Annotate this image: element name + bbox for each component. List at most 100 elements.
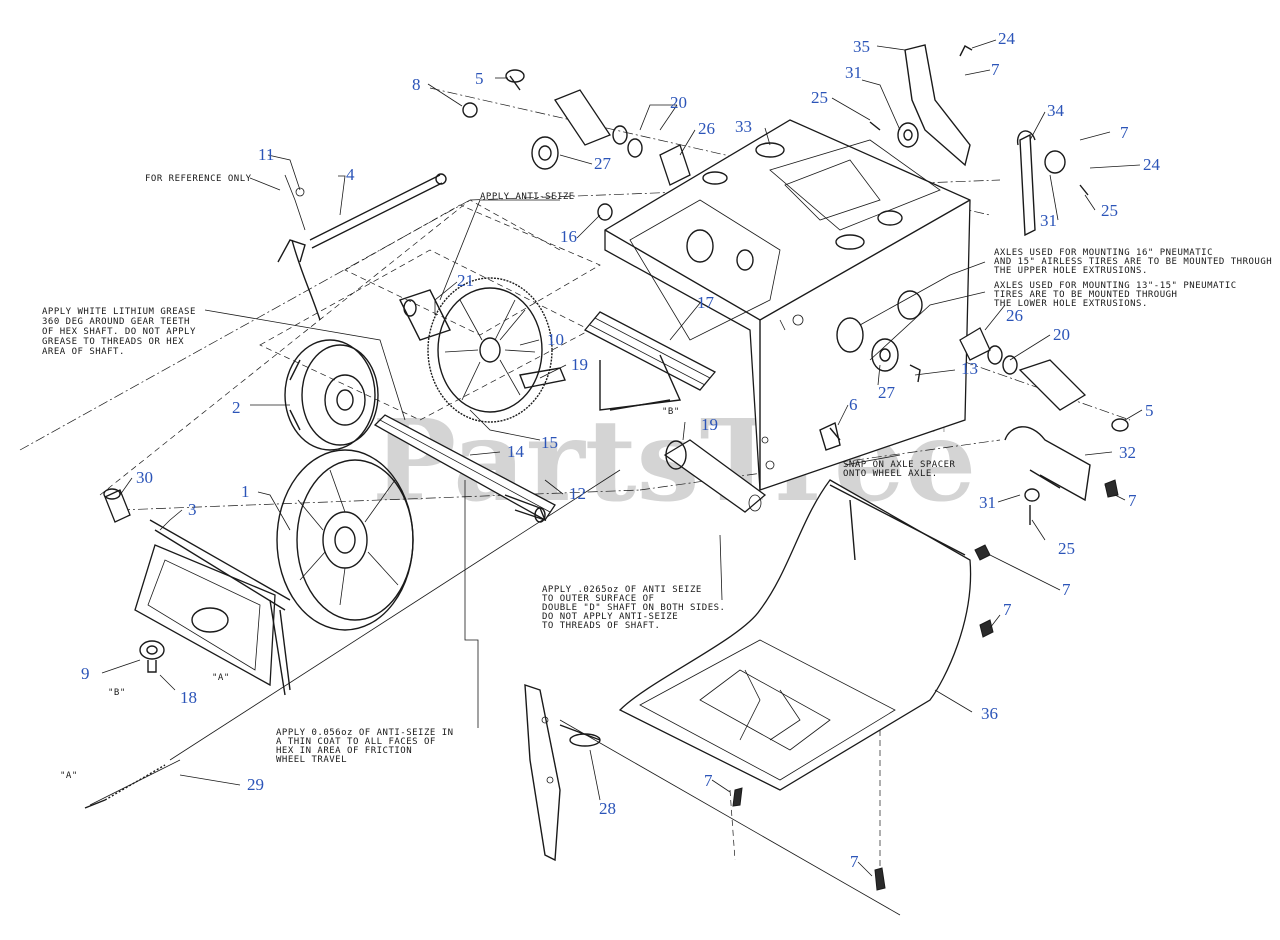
note-doubled-3: DOUBLE "D" SHAFT ON BOTH SIDES. xyxy=(542,603,725,613)
callout-1[interactable]: 1 xyxy=(241,482,250,501)
callout-24[interactable]: 24 xyxy=(1143,155,1161,174)
callout-29[interactable]: 29 xyxy=(247,775,264,794)
callout-11[interactable]: 11 xyxy=(258,145,274,164)
right-bearings xyxy=(829,317,1129,441)
callout-19[interactable]: 19 xyxy=(571,355,588,374)
note-snap-1: SNAP ON AXLE SPACER xyxy=(843,460,956,470)
callout-18[interactable]: 18 xyxy=(180,688,197,707)
callout-7[interactable]: 7 xyxy=(850,852,859,871)
callout-27[interactable]: 27 xyxy=(878,383,896,402)
callout-31[interactable]: 31 xyxy=(1040,211,1057,230)
shaft-21 xyxy=(399,289,566,389)
callout-9[interactable]: 9 xyxy=(81,664,90,683)
callout-8[interactable]: 8 xyxy=(412,75,421,94)
callout-12[interactable]: 12 xyxy=(569,484,586,503)
note-grease-4: GREASE TO THREADS OR HEX xyxy=(42,337,184,347)
callout-31[interactable]: 31 xyxy=(845,63,862,82)
frame-housing xyxy=(604,119,971,491)
callout-25[interactable]: 25 xyxy=(811,88,828,107)
bracket-3 xyxy=(134,519,291,696)
plate-28 xyxy=(524,684,601,862)
note-doubled-1: APPLY .0265oz OF ANTI SEIZE xyxy=(542,585,702,595)
axle-19 xyxy=(663,439,767,513)
note-axles16-2: AND 15" AIRLESS TIRES ARE TO BE MOUNTED … xyxy=(994,257,1272,267)
callout-36[interactable]: 36 xyxy=(981,704,998,723)
callout-7[interactable]: 7 xyxy=(991,60,1000,79)
callout-25[interactable]: 25 xyxy=(1058,539,1075,558)
mark-b-shaft: "B" xyxy=(662,407,680,417)
bracket-32 xyxy=(1004,426,1116,525)
callout-7[interactable]: 7 xyxy=(1003,600,1012,619)
callout-7[interactable]: 7 xyxy=(1062,580,1071,599)
callout-3[interactable]: 3 xyxy=(188,500,197,519)
spacer-6 xyxy=(819,421,841,451)
upper-bearings xyxy=(462,69,691,221)
cover-36 xyxy=(618,479,972,791)
mark-a-spring: "A" xyxy=(60,771,78,781)
note-axles13-3: THE LOWER HOLE EXTRUSIONS. xyxy=(994,299,1148,309)
callout-17[interactable]: 17 xyxy=(697,293,715,312)
callout-4[interactable]: 4 xyxy=(346,165,355,184)
note-doubled-5: TO THREADS OF SHAFT. xyxy=(542,621,660,631)
leader-lines xyxy=(101,39,1143,877)
note-doubled-2: TO OUTER SURFACE OF xyxy=(542,594,654,604)
note-hex-3: HEX IN AREA OF FRICTION xyxy=(276,746,412,756)
callout-19[interactable]: 19 xyxy=(701,415,718,434)
callout-30[interactable]: 30 xyxy=(136,468,153,487)
callout-14[interactable]: 14 xyxy=(507,442,525,461)
callout-15[interactable]: 15 xyxy=(541,433,558,452)
upper-right-brackets xyxy=(869,44,1089,237)
hub-2 xyxy=(284,339,379,451)
note-grease-3: OF HEX SHAFT. DO NOT APPLY xyxy=(42,327,196,337)
note-grease-1: APPLY WHITE LITHIUM GREASE xyxy=(42,307,196,317)
hex-shaft-14 xyxy=(373,414,556,523)
callout-28[interactable]: 28 xyxy=(599,799,616,818)
callout-31[interactable]: 31 xyxy=(979,493,996,512)
callout-20[interactable]: 20 xyxy=(670,93,687,112)
callout-5[interactable]: 5 xyxy=(1145,401,1154,420)
callout-7[interactable]: 7 xyxy=(704,771,713,790)
callout-25[interactable]: 25 xyxy=(1101,201,1118,220)
note-hex-4: WHEEL TRAVEL xyxy=(276,755,347,765)
note-doubled-4: DO NOT APPLY ANTI-SEIZE xyxy=(542,612,678,622)
callout-20[interactable]: 20 xyxy=(1053,325,1070,344)
spacer-30 xyxy=(103,488,131,523)
callout-34[interactable]: 34 xyxy=(1047,101,1065,120)
callout-24[interactable]: 24 xyxy=(998,29,1016,48)
callout-numbers: 5 8 20 26 27 33 35 24 7 31 25 34 7 24 25… xyxy=(81,29,1161,871)
screws xyxy=(732,479,1119,891)
callout-32[interactable]: 32 xyxy=(1119,443,1136,462)
hex-shaft-17 xyxy=(583,311,717,411)
note-axles16-1: AXLES USED FOR MOUNTING 16" PNEUMATIC xyxy=(994,248,1213,258)
callout-21[interactable]: 21 xyxy=(457,271,474,290)
callout-35[interactable]: 35 xyxy=(853,37,870,56)
mark-b-bracket: "B" xyxy=(108,688,126,698)
callout-6[interactable]: 6 xyxy=(849,395,858,414)
note-axles16-3: THE UPPER HOLE EXTRUSIONS. xyxy=(994,266,1148,276)
callout-16[interactable]: 16 xyxy=(560,227,577,246)
callout-7[interactable]: 7 xyxy=(1120,123,1129,142)
note-snap-2: ONTO WHEEL AXLE. xyxy=(843,469,938,479)
callout-26[interactable]: 26 xyxy=(698,119,715,138)
note-hex-1: APPLY 0.056oz OF ANTI-SEIZE IN xyxy=(276,728,454,738)
callout-7[interactable]: 7 xyxy=(1128,491,1137,510)
hardware-9-18 xyxy=(139,640,165,673)
callout-13[interactable]: 13 xyxy=(961,359,978,378)
callout-33[interactable]: 33 xyxy=(735,117,752,136)
friction-wheel-1 xyxy=(276,449,414,631)
callout-5[interactable]: 5 xyxy=(475,69,484,88)
note-axles13-2: TIRES ARE TO BE MOUNTED THROUGH xyxy=(994,290,1177,300)
note-anti-seize: APPLY ANTI-SEIZE xyxy=(480,192,575,202)
note-grease-5: AREA OF SHAFT. xyxy=(42,347,125,357)
gear-10 xyxy=(427,277,553,423)
spring-29 xyxy=(84,764,166,809)
callout-2[interactable]: 2 xyxy=(232,398,241,417)
callout-10[interactable]: 10 xyxy=(547,330,564,349)
callout-27[interactable]: 27 xyxy=(594,154,612,173)
callout-26[interactable]: 26 xyxy=(1006,306,1023,325)
note-hex-2: A THIN COAT TO ALL FACES OF xyxy=(276,737,436,747)
note-axles13-1: AXLES USED FOR MOUNTING 13"-15" PNEUMATI… xyxy=(994,281,1237,291)
note-for-reference: FOR REFERENCE ONLY xyxy=(145,174,252,184)
